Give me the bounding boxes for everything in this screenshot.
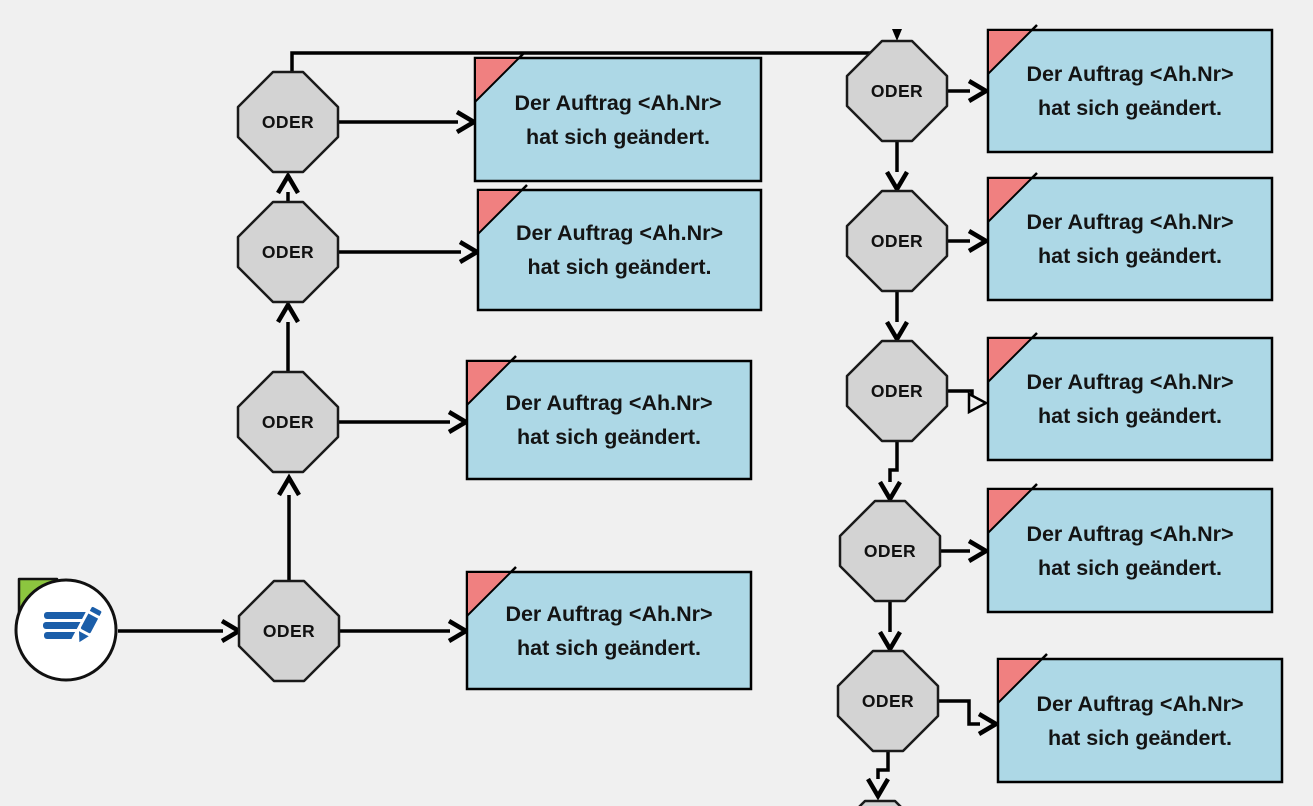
arrowhead-gate-r5-to-event-r5 xyxy=(977,712,1001,736)
event-box-l1 xyxy=(473,52,763,183)
fold-line xyxy=(510,355,517,362)
fold-corner-icon xyxy=(987,337,1035,385)
fold-line xyxy=(1031,332,1038,339)
arrowhead-gate-r1-to-event-r1 xyxy=(967,79,991,103)
fold-line xyxy=(510,566,517,573)
event-box-r2-rect[interactable] xyxy=(986,176,1274,302)
arrowhead-gate-l3-to-event-l3 xyxy=(447,410,471,434)
or-gate-r1-shape[interactable] xyxy=(845,39,949,143)
or-gate-l1-shape[interactable] xyxy=(236,70,340,174)
arrowhead-gate-l2-to-gate-l1 xyxy=(276,171,300,195)
fold-line xyxy=(1031,172,1038,179)
event-box-l4 xyxy=(465,566,753,691)
event-box-r4 xyxy=(986,483,1274,614)
arrowhead-gate-l4-to-event-l4 xyxy=(447,619,471,643)
arrowhead-start-to-gate-l4 xyxy=(220,619,244,643)
event-box-l3-rect[interactable] xyxy=(465,359,753,481)
arrowhead-gate-r4-to-event-r4 xyxy=(967,539,991,563)
fold-corner-icon xyxy=(987,177,1035,225)
connector-gate-r3-to-gate-r4 xyxy=(888,441,899,482)
fold-corner-icon xyxy=(987,29,1035,77)
fold-line xyxy=(1031,24,1038,31)
event-box-l1-rect[interactable] xyxy=(473,56,763,183)
or-gate-r4-shape[interactable] xyxy=(838,499,942,603)
or-gate-r2-shape[interactable] xyxy=(845,189,949,293)
fold-line xyxy=(518,52,525,59)
or-gate-l4-shape[interactable] xyxy=(237,579,341,683)
start-node xyxy=(14,577,118,682)
event-box-r5-rect[interactable] xyxy=(996,657,1284,784)
edit-note-icon xyxy=(43,602,106,649)
start-node-circle[interactable] xyxy=(14,578,118,682)
pencil-body xyxy=(80,606,102,634)
event-box-l4-rect[interactable] xyxy=(465,570,753,691)
arrowhead-gate-l1-to-event-l1 xyxy=(455,110,479,134)
arrowhead-gate-l4-to-gate-l3 xyxy=(277,473,301,497)
or-gate-l2-shape[interactable] xyxy=(236,200,340,304)
fold-line xyxy=(521,184,528,191)
fold-line xyxy=(1041,653,1048,660)
fold-corner-icon xyxy=(997,658,1045,706)
event-box-l2-rect[interactable] xyxy=(476,188,763,312)
connector-gate-l1-to-gate-r1 xyxy=(290,51,878,72)
event-box-r3-rect[interactable] xyxy=(986,336,1274,462)
fold-corner-icon xyxy=(477,189,525,237)
or-gate-r5-shape[interactable] xyxy=(836,649,940,753)
arrowhead-into-gate-r1-top xyxy=(892,29,902,41)
arrowhead-gate-r3-to-gate-r4 xyxy=(878,480,902,504)
event-box-l2 xyxy=(476,184,763,312)
fold-corner-icon xyxy=(987,488,1035,536)
arrowhead-gate-r5-to-gate-r6 xyxy=(866,777,890,801)
arrowhead-gate-r4-to-gate-r5 xyxy=(878,630,902,654)
arrowhead-gate-r2-to-event-r2 xyxy=(967,229,991,253)
arrowhead-gate-r3-to-event-r3 xyxy=(967,391,989,415)
or-gate-r6-shape-partial[interactable] xyxy=(830,799,930,806)
or-gates xyxy=(236,39,949,806)
event-box-r5 xyxy=(996,653,1284,784)
arrowhead-gate-l2-to-event-l2 xyxy=(458,240,482,264)
event-box-r4-rect[interactable] xyxy=(986,487,1274,614)
fold-corner-icon xyxy=(474,57,522,105)
pencil-band xyxy=(87,610,101,620)
fold-line xyxy=(1031,483,1038,490)
connector-gate-r5-to-gate-r6 xyxy=(876,751,890,779)
event-box-r2 xyxy=(986,172,1274,302)
fold-corner-icon xyxy=(466,571,514,619)
pencil-tip xyxy=(78,631,89,643)
or-gate-l3-shape[interactable] xyxy=(236,370,340,474)
event-box-r1-rect[interactable] xyxy=(986,28,1274,154)
arrowhead-gate-r2-to-gate-r3 xyxy=(885,320,909,344)
event-box-r1 xyxy=(986,24,1274,154)
or-gate-r3-shape[interactable] xyxy=(845,339,949,443)
arrowhead-gate-r1-to-gate-r2 xyxy=(885,170,909,194)
event-boxes xyxy=(465,24,1284,784)
fold-corner-icon xyxy=(466,360,514,408)
event-box-r3 xyxy=(986,332,1274,462)
event-box-l3 xyxy=(465,355,753,481)
connector-gate-r5-to-event-r5 xyxy=(938,699,980,726)
arrowhead-gate-l3-to-gate-l2 xyxy=(276,300,300,324)
